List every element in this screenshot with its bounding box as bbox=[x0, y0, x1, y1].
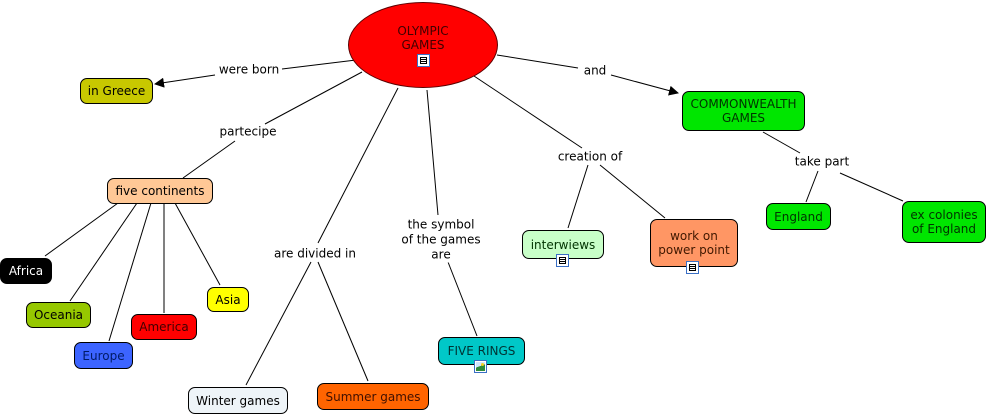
concept-label: in Greece bbox=[87, 84, 146, 98]
link-line bbox=[281, 59, 357, 70]
link-line bbox=[426, 89, 439, 216]
link-phrase-creation-of[interactable]: creation of bbox=[555, 149, 625, 165]
concept-label: work on power point bbox=[658, 229, 730, 257]
concept-label: England bbox=[774, 209, 823, 224]
link-phrase-partecipe[interactable]: partecipe bbox=[217, 124, 279, 140]
link-line bbox=[839, 172, 904, 202]
concept-summer-games[interactable]: Summer games bbox=[317, 383, 429, 410]
concept-in-greece[interactable]: in Greece bbox=[80, 78, 153, 104]
concept-label: COMMONWEALTH GAMES bbox=[690, 97, 797, 125]
link-line bbox=[567, 164, 589, 229]
concept-olympic-games[interactable]: OLYMPIC GAMES bbox=[348, 2, 498, 88]
concept-label: five continents bbox=[115, 184, 205, 198]
concept-interwiews[interactable]: interwiews bbox=[522, 230, 604, 259]
concept-winter-games[interactable]: Winter games bbox=[188, 387, 288, 414]
link-line bbox=[182, 140, 236, 179]
link-line bbox=[599, 164, 666, 219]
link-phrase-are-divided-in[interactable]: are divided in bbox=[272, 246, 358, 262]
concept-england[interactable]: England bbox=[766, 203, 831, 230]
link-phrase-and[interactable]: and bbox=[581, 63, 609, 79]
concept-label: interwiews bbox=[530, 237, 596, 252]
concept-label: Oceania bbox=[33, 308, 84, 322]
concept-label: Winter games bbox=[196, 393, 280, 408]
link-line bbox=[496, 54, 579, 69]
link-line bbox=[805, 170, 819, 203]
concept-africa[interactable]: Africa bbox=[0, 258, 52, 284]
concept-commonwealth-games[interactable]: COMMONWEALTH GAMES bbox=[682, 91, 805, 131]
link-phrase-symbol[interactable]: the symbol of the games are bbox=[399, 217, 483, 263]
concept-label: ex colonies of England bbox=[910, 208, 978, 236]
concept-power-point[interactable]: work on power point bbox=[650, 219, 738, 267]
link-line bbox=[245, 261, 312, 386]
link-line bbox=[447, 261, 478, 337]
link-line bbox=[264, 71, 363, 125]
concept-label: OLYMPIC GAMES bbox=[397, 23, 449, 52]
concept-ex-colonies[interactable]: ex colonies of England bbox=[902, 201, 986, 243]
concept-europe[interactable]: Europe bbox=[74, 342, 133, 369]
link-line bbox=[762, 131, 801, 154]
concept-asia[interactable]: Asia bbox=[207, 287, 249, 312]
link-line bbox=[108, 202, 152, 342]
link-line bbox=[317, 87, 399, 244]
concept-label: Africa bbox=[8, 264, 44, 278]
concept-label: Asia bbox=[215, 292, 241, 307]
link-line bbox=[610, 74, 679, 96]
link-line bbox=[154, 74, 216, 88]
link-phrase-take-part[interactable]: take part bbox=[792, 154, 852, 170]
concept-america[interactable]: America bbox=[131, 314, 197, 340]
image-icon[interactable] bbox=[474, 360, 487, 373]
concept-label: America bbox=[139, 320, 189, 334]
link-line bbox=[44, 202, 119, 257]
link-line bbox=[317, 261, 369, 382]
link-line bbox=[473, 75, 583, 149]
concept-label: FIVE RINGS bbox=[447, 344, 516, 358]
concept-five-rings[interactable]: FIVE RINGS bbox=[438, 337, 525, 365]
concept-label: Europe bbox=[82, 348, 125, 363]
document-icon[interactable] bbox=[556, 254, 569, 267]
document-icon[interactable] bbox=[686, 261, 699, 274]
document-icon[interactable] bbox=[416, 53, 430, 67]
link-phrase-were-born[interactable]: were born bbox=[216, 62, 282, 78]
concept-oceania[interactable]: Oceania bbox=[26, 302, 91, 328]
concept-five-continents[interactable]: five continents bbox=[107, 178, 213, 204]
link-line bbox=[174, 202, 221, 286]
link-line bbox=[69, 202, 138, 302]
concept-label: Summer games bbox=[325, 389, 421, 404]
